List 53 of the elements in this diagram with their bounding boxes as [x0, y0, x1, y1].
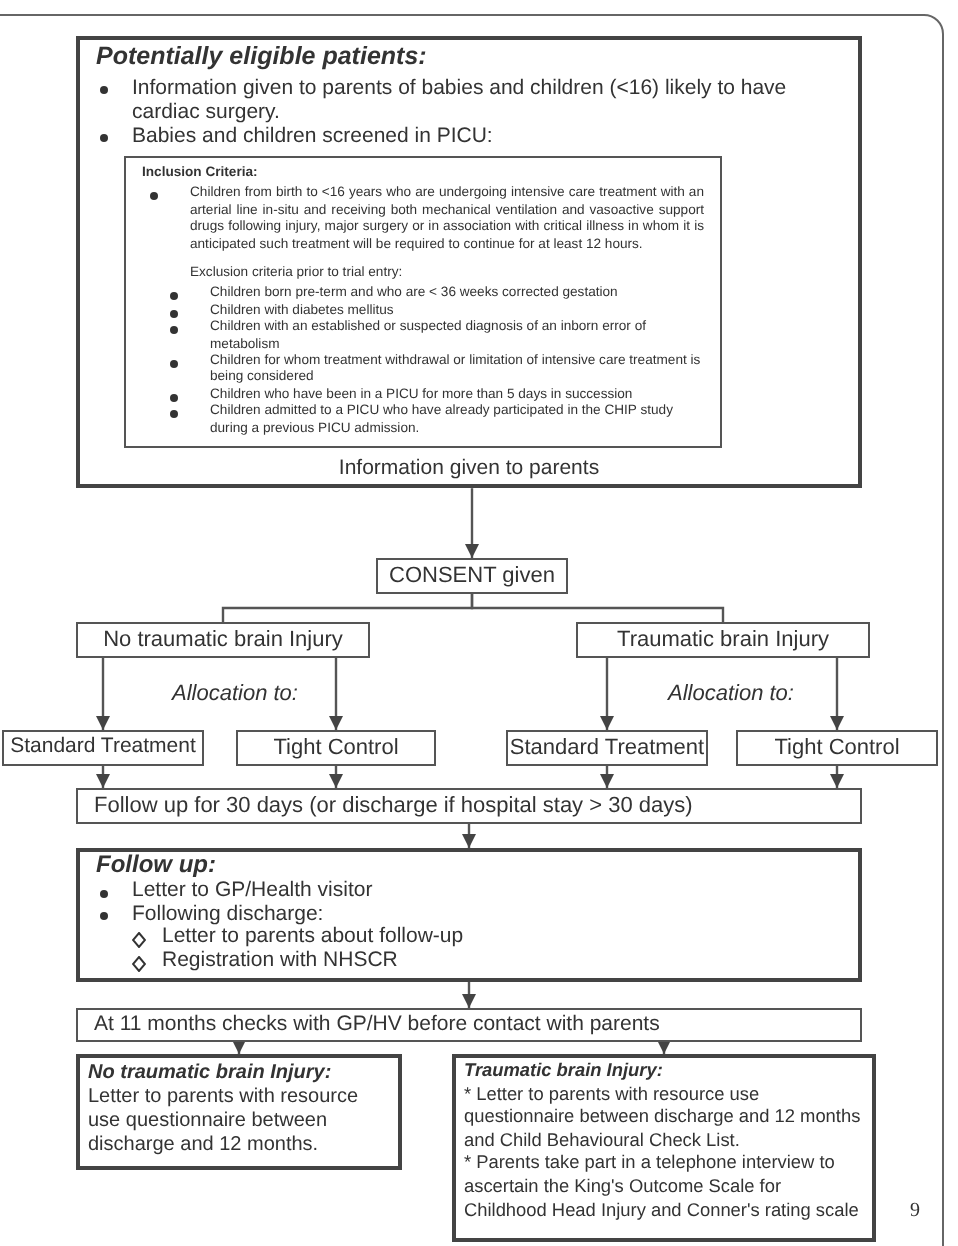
- connector-arrow: [461, 982, 477, 1008]
- bullet-text: Letter to parents about follow-up: [162, 926, 464, 950]
- bullet-text: Following discharge:: [132, 903, 324, 926]
- bullet-text: Letter to GP/Health visitor: [132, 879, 373, 904]
- connector-arrow: [95, 766, 111, 788]
- bullet-text: Registration with NHSCR: [162, 950, 398, 974]
- connector-arrow: [231, 1039, 247, 1054]
- process-box: [736, 730, 938, 766]
- connector-arrow: [599, 766, 615, 788]
- box-text: At 11 months checks with GP/HV before contact with parents: [94, 1011, 660, 1036]
- heading: Traumatic brain Injury:: [464, 1060, 663, 1080]
- process-box: [236, 730, 436, 766]
- box-text: * Parents take part in a telephone interview to ascertain the King's Outcome Scale for Childhood Head Injury and Conner's rating scale: [464, 1152, 859, 1220]
- box-text: Letter to parents with resource use questionnaire between discharge and 12 months.: [88, 1086, 359, 1156]
- allocation-label: Allocation to:: [172, 680, 298, 710]
- box-text: Follow up for 30 days (or discharge if hospital stay > 30 days): [94, 793, 693, 818]
- box-text: Traumatic brain Injury: [617, 627, 829, 652]
- bullet-text: Information given to parents of babies and children (<16) likely to have cardiac surgery.: [132, 76, 789, 124]
- process-box: [376, 558, 568, 594]
- connector-arrow: [656, 1039, 672, 1054]
- process-box: [76, 1054, 402, 1170]
- box-text: Information given to parents: [338, 456, 600, 481]
- process-box: [76, 1008, 862, 1042]
- process-box: [76, 788, 862, 824]
- box-text: Standard Treatment: [10, 734, 196, 759]
- box-text: Standard Treatment: [509, 735, 705, 760]
- box-text: Tight Control: [273, 735, 399, 760]
- connector-arrow: [328, 658, 344, 730]
- heading: Follow up:: [96, 850, 216, 878]
- process-box: [76, 622, 370, 658]
- box-text: No traumatic brain Injury: [103, 627, 343, 652]
- process-box: [452, 1054, 876, 1242]
- process-box: [76, 848, 862, 982]
- connector-arrow: [599, 658, 615, 730]
- connector-arrow: [829, 766, 845, 788]
- criteria-box: [124, 156, 722, 449]
- allocation-label: Allocation to:: [668, 680, 794, 710]
- process-box: [576, 622, 870, 658]
- box-text: CONSENT given: [389, 563, 555, 588]
- connector-arrow: [461, 824, 477, 848]
- process-box: [76, 36, 862, 489]
- heading: Potentially eligible patients:: [96, 42, 427, 70]
- box-text: Tight Control: [774, 735, 900, 760]
- connector-arrow: [464, 488, 480, 558]
- box-text: * Letter to parents with resource use questionnaire between discharge and 12 months and Child Behavioural Check List.: [464, 1083, 861, 1150]
- connector-arrow: [328, 766, 344, 788]
- process-box: [506, 730, 708, 766]
- bullet-text: Babies and children screened in PICU:: [132, 124, 493, 148]
- connector-arrow: [95, 658, 111, 730]
- connector-arrow: [829, 658, 845, 730]
- page-number: 9: [910, 1198, 920, 1226]
- process-box: [2, 730, 204, 766]
- heading: No traumatic brain Injury:: [88, 1062, 332, 1084]
